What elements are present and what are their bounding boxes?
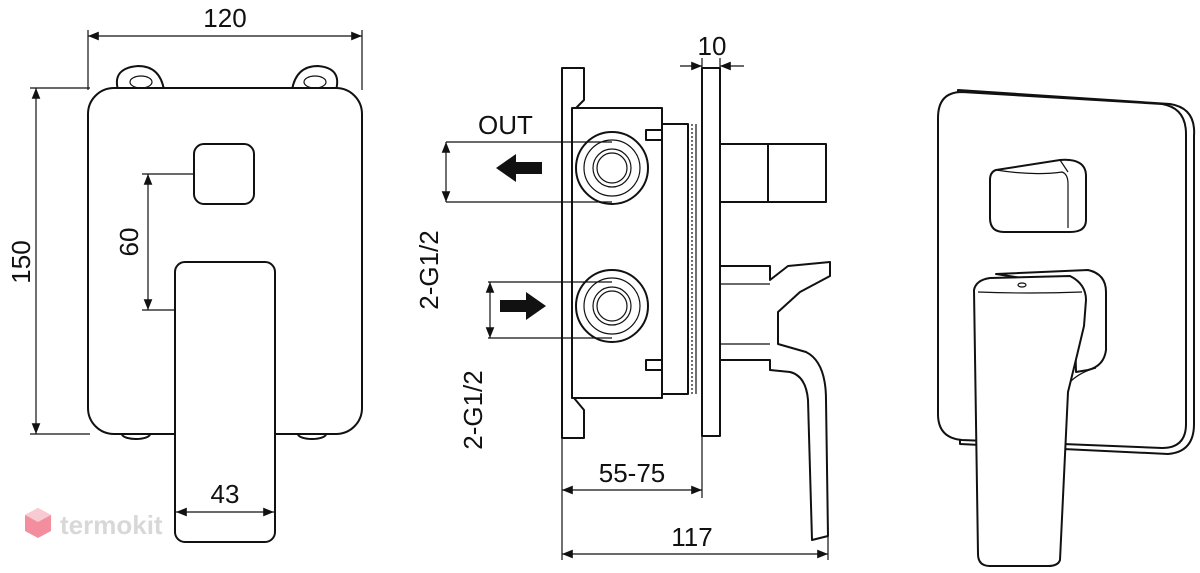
dim-range-label: 55-75 xyxy=(599,458,666,488)
thread-label-bottom: 2-G1/2 xyxy=(458,370,488,450)
out-arrow-icon xyxy=(496,154,542,182)
side-view: OUT 2-G1/2 2-G1/2 10 55-75 117 xyxy=(414,31,831,560)
in-arrow-icon xyxy=(500,292,546,320)
lever-handle-side xyxy=(719,261,831,541)
front-view: 120 150 60 43 xyxy=(6,3,363,543)
mount-ear-left xyxy=(116,65,165,91)
lever-handle xyxy=(174,261,276,543)
cover-plate-side xyxy=(701,67,721,437)
diverter-knob xyxy=(193,143,255,205)
watermark: termokit xyxy=(25,508,163,540)
dim-total-label: 117 xyxy=(671,522,712,552)
inlet-port xyxy=(575,269,649,343)
watermark-brand: termokit xyxy=(60,510,163,540)
threaded-sleeve xyxy=(661,123,689,395)
lever-handle-3d xyxy=(973,275,1087,567)
dim-offset-label: 60 xyxy=(114,228,144,257)
dim-width-label: 120 xyxy=(203,3,246,33)
diverter-knob-cap xyxy=(767,143,827,203)
thread-label-top: 2-G1/2 xyxy=(414,230,444,310)
diverter-knob-3d xyxy=(989,158,1087,233)
outlet-port xyxy=(575,131,649,205)
dim-height-label: 150 xyxy=(6,240,36,283)
perspective-view xyxy=(937,89,1196,567)
dim-depth-label: 10 xyxy=(698,31,727,61)
mount-ear-right xyxy=(291,65,339,91)
diverter-knob-side xyxy=(719,143,769,203)
outlet-label: OUT xyxy=(478,110,533,140)
dim-handle-width-label: 43 xyxy=(211,479,240,509)
